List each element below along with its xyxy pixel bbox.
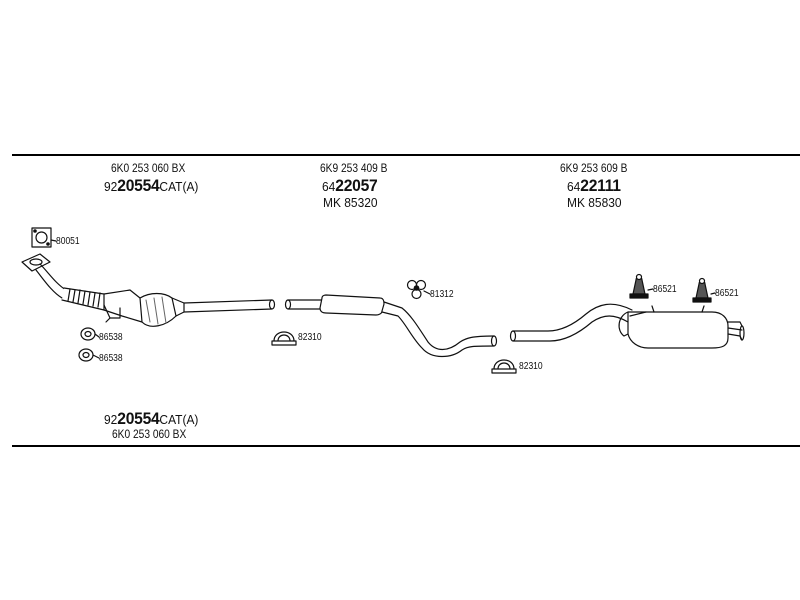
gasket-tag: 80051 — [56, 236, 80, 247]
hanger-part-mid — [406, 279, 427, 300]
clamp-tag-rear: 82310 — [519, 361, 543, 372]
pn-prefix: 64 — [567, 179, 581, 194]
pn-suffix: CAT(A) — [159, 412, 199, 427]
front-section-ref: 6K0 253 060 BX — [111, 161, 186, 175]
pn-suffix: CAT(A) — [159, 179, 199, 194]
ring-tag-b: 86538 — [99, 353, 123, 364]
rear-section-ref: 6K9 253 609 B — [560, 161, 628, 175]
pn-main: 22111 — [580, 176, 621, 195]
pn-main: 20554 — [117, 409, 160, 428]
clamp-tag-front: 82310 — [298, 332, 322, 343]
footer-ref: 6K0 253 060 BX — [112, 427, 187, 441]
footer-part-number: 9220554CAT(A) — [104, 410, 198, 427]
clamp-part-rear — [491, 359, 517, 374]
pn-prefix: 92 — [104, 412, 118, 427]
bottom-rule — [12, 445, 800, 447]
mount-part-a — [629, 273, 649, 299]
hanger-tag-mid: 81312 — [430, 289, 454, 300]
clamp-part-front — [271, 331, 297, 346]
middle-pipe-silencer — [284, 294, 498, 358]
front-pipe-catalytic-converter — [21, 253, 276, 327]
mount-part-b — [692, 277, 712, 303]
pn-main: 20554 — [117, 176, 160, 195]
rear-section-mk: MK 85830 — [567, 195, 622, 210]
middle-section-mk: MK 85320 — [323, 195, 378, 210]
front-section-part-number: 9220554CAT(A) — [104, 177, 198, 194]
ring-tag-a: 86538 — [99, 332, 123, 343]
rear-pipe-muffler — [509, 303, 745, 349]
middle-section-part-number: 6422057 — [322, 176, 378, 195]
mount-tag-a: 86521 — [653, 284, 677, 295]
pn-prefix: 64 — [322, 179, 336, 194]
rear-section-part-number: 6422111 — [567, 177, 621, 194]
pn-prefix: 92 — [104, 179, 118, 194]
gasket-part — [31, 227, 52, 248]
mount-tag-b: 86521 — [715, 288, 739, 299]
pn-main: 22057 — [335, 176, 378, 195]
top-rule — [12, 154, 800, 156]
ring-part-b — [78, 348, 94, 362]
middle-section-ref: 6K9 253 409 B — [320, 161, 388, 175]
ring-part-a — [80, 327, 96, 341]
